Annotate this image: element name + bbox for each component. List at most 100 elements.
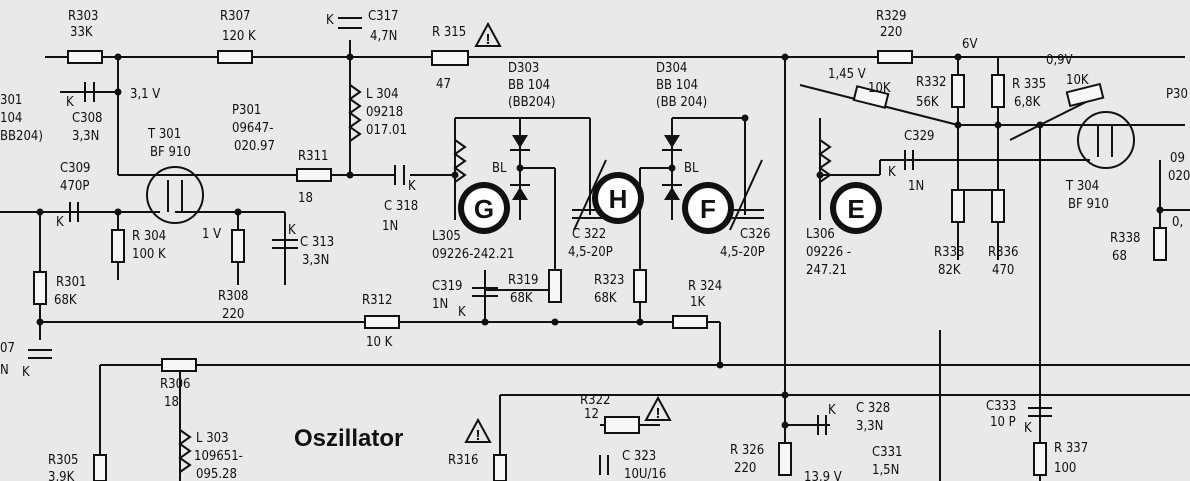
- label-k-c319: K: [458, 305, 466, 320]
- resistor-r315: [431, 50, 469, 66]
- label-r316: R316: [448, 453, 478, 468]
- resistor-r322: [604, 416, 640, 434]
- label-r322-val: 12: [584, 407, 599, 422]
- label-c318-ref: C 318: [384, 199, 418, 214]
- label-r319-val: 68K: [510, 291, 533, 306]
- label-r326-val: 220: [734, 461, 756, 476]
- label-c331-ref: C331: [872, 445, 903, 460]
- label-r312-ref: R312: [362, 293, 392, 308]
- label-r335-val: 6,8K: [1014, 95, 1041, 110]
- label-d303-val: BB 104: [508, 78, 550, 93]
- resistor-r324: [672, 315, 708, 329]
- resistor-145v: [852, 85, 890, 109]
- label-r332-ref: R332: [916, 75, 946, 90]
- label-c308-ref: C308: [72, 111, 103, 126]
- label-09v: 0,9V: [1046, 53, 1073, 68]
- resistor-r312: [364, 315, 400, 329]
- label-d304-val: BB 104: [656, 78, 698, 93]
- resistor-r306: [161, 358, 197, 372]
- label-6v: 6V: [962, 37, 977, 52]
- label-k-c307: K: [22, 365, 30, 380]
- label-c307-ref: 07: [0, 341, 15, 356]
- label-c309-ref: C309: [60, 161, 91, 176]
- label-r336-val: 470: [992, 263, 1014, 278]
- label-d304-ref: D304: [656, 61, 687, 76]
- marker-f: F: [682, 182, 734, 234]
- label-c308-val: 3,3N: [72, 129, 99, 144]
- resistor-r333: [951, 189, 965, 223]
- label-r319-ref: R319: [508, 273, 538, 288]
- resistor-r336: [991, 189, 1005, 223]
- resistor-10k: [1065, 82, 1105, 108]
- label-bl-2: BL: [684, 161, 699, 176]
- resistor-r304: [111, 229, 125, 263]
- label-l303-ref: L 303: [196, 431, 229, 446]
- label-t301-ref: T 301: [147, 127, 181, 142]
- label-c329-val: 1N: [908, 179, 924, 194]
- label-r303-ref: R303: [68, 9, 98, 24]
- label-r304-val: 100 K: [132, 247, 166, 262]
- label-c322-ref: C 322: [572, 227, 606, 242]
- label-r307-ref: R307: [220, 9, 250, 24]
- label-r306-val: 18: [164, 395, 179, 410]
- component-labels: R303 33K R307 120 K K C317 4,7N R 315 47…: [0, 9, 1190, 481]
- label-31v: 3,1 V: [130, 87, 160, 102]
- label-k-c309: K: [56, 215, 64, 230]
- marker-h: H: [592, 172, 644, 224]
- resistor-r337: [1033, 442, 1047, 476]
- label-k-c333: K: [1024, 421, 1032, 436]
- label-r323-val: 68K: [594, 291, 617, 306]
- label-t304-ref: T 304: [1065, 179, 1099, 194]
- resistor-r303: [67, 50, 103, 64]
- resistor-r311: [296, 168, 332, 182]
- label-l303-val: 109651-: [194, 449, 243, 464]
- label-c322-val: 4,5-20P: [568, 245, 613, 260]
- label-r312-val: 10 K: [366, 335, 393, 350]
- warning-icon: !: [644, 395, 672, 422]
- resistor-r307: [217, 50, 253, 64]
- label-1v: 1 V: [202, 227, 221, 242]
- label-k-c318: K: [408, 179, 416, 194]
- label-r332-val: 56K: [916, 95, 939, 110]
- component-symbols: [28, 17, 1167, 481]
- label-r338-val: 68: [1112, 249, 1127, 264]
- label-r304-ref: R 304: [132, 229, 166, 244]
- label-l305-val: 09226-242.21: [432, 247, 514, 262]
- label-left-ref: 301: [0, 93, 22, 108]
- label-p301-val: 09647-: [232, 121, 273, 136]
- label-c331-val: 1,5N: [872, 463, 899, 478]
- circuit-wires: [0, 40, 1190, 481]
- label-d304-alt: (BB 204): [656, 95, 707, 110]
- label-left-alt: BB204): [0, 129, 43, 144]
- marker-e: E: [830, 182, 882, 234]
- svg-text:E: E: [847, 194, 864, 224]
- label-r311-val: 18: [298, 191, 313, 206]
- label-r315-ref: R 315: [432, 25, 466, 40]
- svg-text:H: H: [609, 184, 628, 214]
- label-r307-val: 120 K: [222, 29, 256, 44]
- label-l304-alt: 017.01: [366, 123, 407, 138]
- label-l306-alt: 247.21: [806, 263, 847, 278]
- label-c317-ref: C317: [368, 9, 399, 24]
- label-l306-ref: L306: [806, 227, 835, 242]
- label-k-c308: K: [66, 95, 74, 110]
- resistor-r335: [991, 74, 1005, 108]
- label-c313-val: 3,3N: [302, 253, 329, 268]
- label-p301-alt: 020.97: [234, 139, 275, 154]
- label-r301-val: 68K: [54, 293, 77, 308]
- resistor-r329: [877, 50, 913, 64]
- label-c319-val: 1N: [432, 297, 448, 312]
- label-r335-ref: R 335: [1012, 77, 1046, 92]
- label-p30-0: 0,: [1172, 215, 1183, 230]
- label-r337-val: 100: [1054, 461, 1076, 476]
- label-r333-ref: R333: [934, 245, 964, 260]
- label-t304-val: BF 910: [1068, 197, 1109, 212]
- label-c317-val: 4,7N: [370, 29, 397, 44]
- label-p301-ref: P301: [232, 103, 261, 118]
- label-r323-ref: R323: [594, 273, 624, 288]
- label-r303-val: 33K: [70, 25, 93, 40]
- label-k-c317: K: [326, 13, 334, 28]
- label-r308-val: 220: [222, 307, 244, 322]
- label-r338-ref: R338: [1110, 231, 1140, 246]
- label-k-c328: K: [828, 403, 836, 418]
